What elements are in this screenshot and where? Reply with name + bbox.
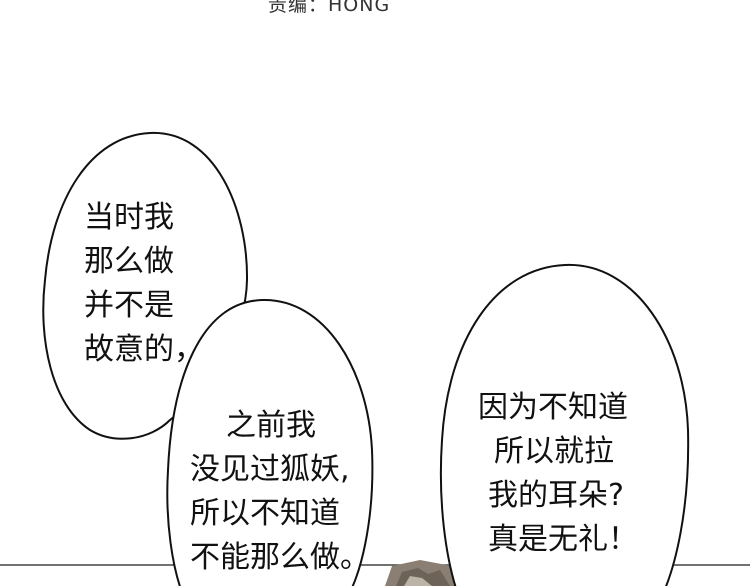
background-art [385, 560, 466, 586]
dialogue-line: 故意的， [84, 332, 204, 367]
dialogue-line: 当时我 [84, 200, 174, 235]
bubble-right-text: 因为不知道 所以就拉 我的耳朵? 真是无礼！ [478, 386, 638, 562]
dialogue-line: 所以就拉 [494, 434, 614, 469]
dialogue-line: 因为不知道 [478, 390, 628, 425]
speech-bubble-right [439, 263, 690, 586]
dialogue-line: 不能那么做。 [190, 540, 370, 575]
dialogue-line: 并不是 [84, 288, 174, 323]
bubble-left-text: 当时我 那么做 并不是 故意的， [84, 196, 204, 372]
dialogue-line: 没见过狐妖, [190, 452, 350, 487]
dialogue-line: 之前我 [226, 408, 316, 443]
editor-credit: 责编：HONG [268, 0, 391, 16]
dialogue-line: 那么做 [84, 244, 174, 279]
dialogue-line: 所以不知道 [190, 496, 340, 531]
dialogue-line: 真是无礼！ [488, 522, 638, 557]
bubble-middle-text: 之前我 没见过狐妖, 所以不知道 不能那么做。 [190, 404, 370, 580]
dialogue-line: 我的耳朵? [488, 478, 624, 513]
speech-bubble-middle [166, 298, 374, 586]
